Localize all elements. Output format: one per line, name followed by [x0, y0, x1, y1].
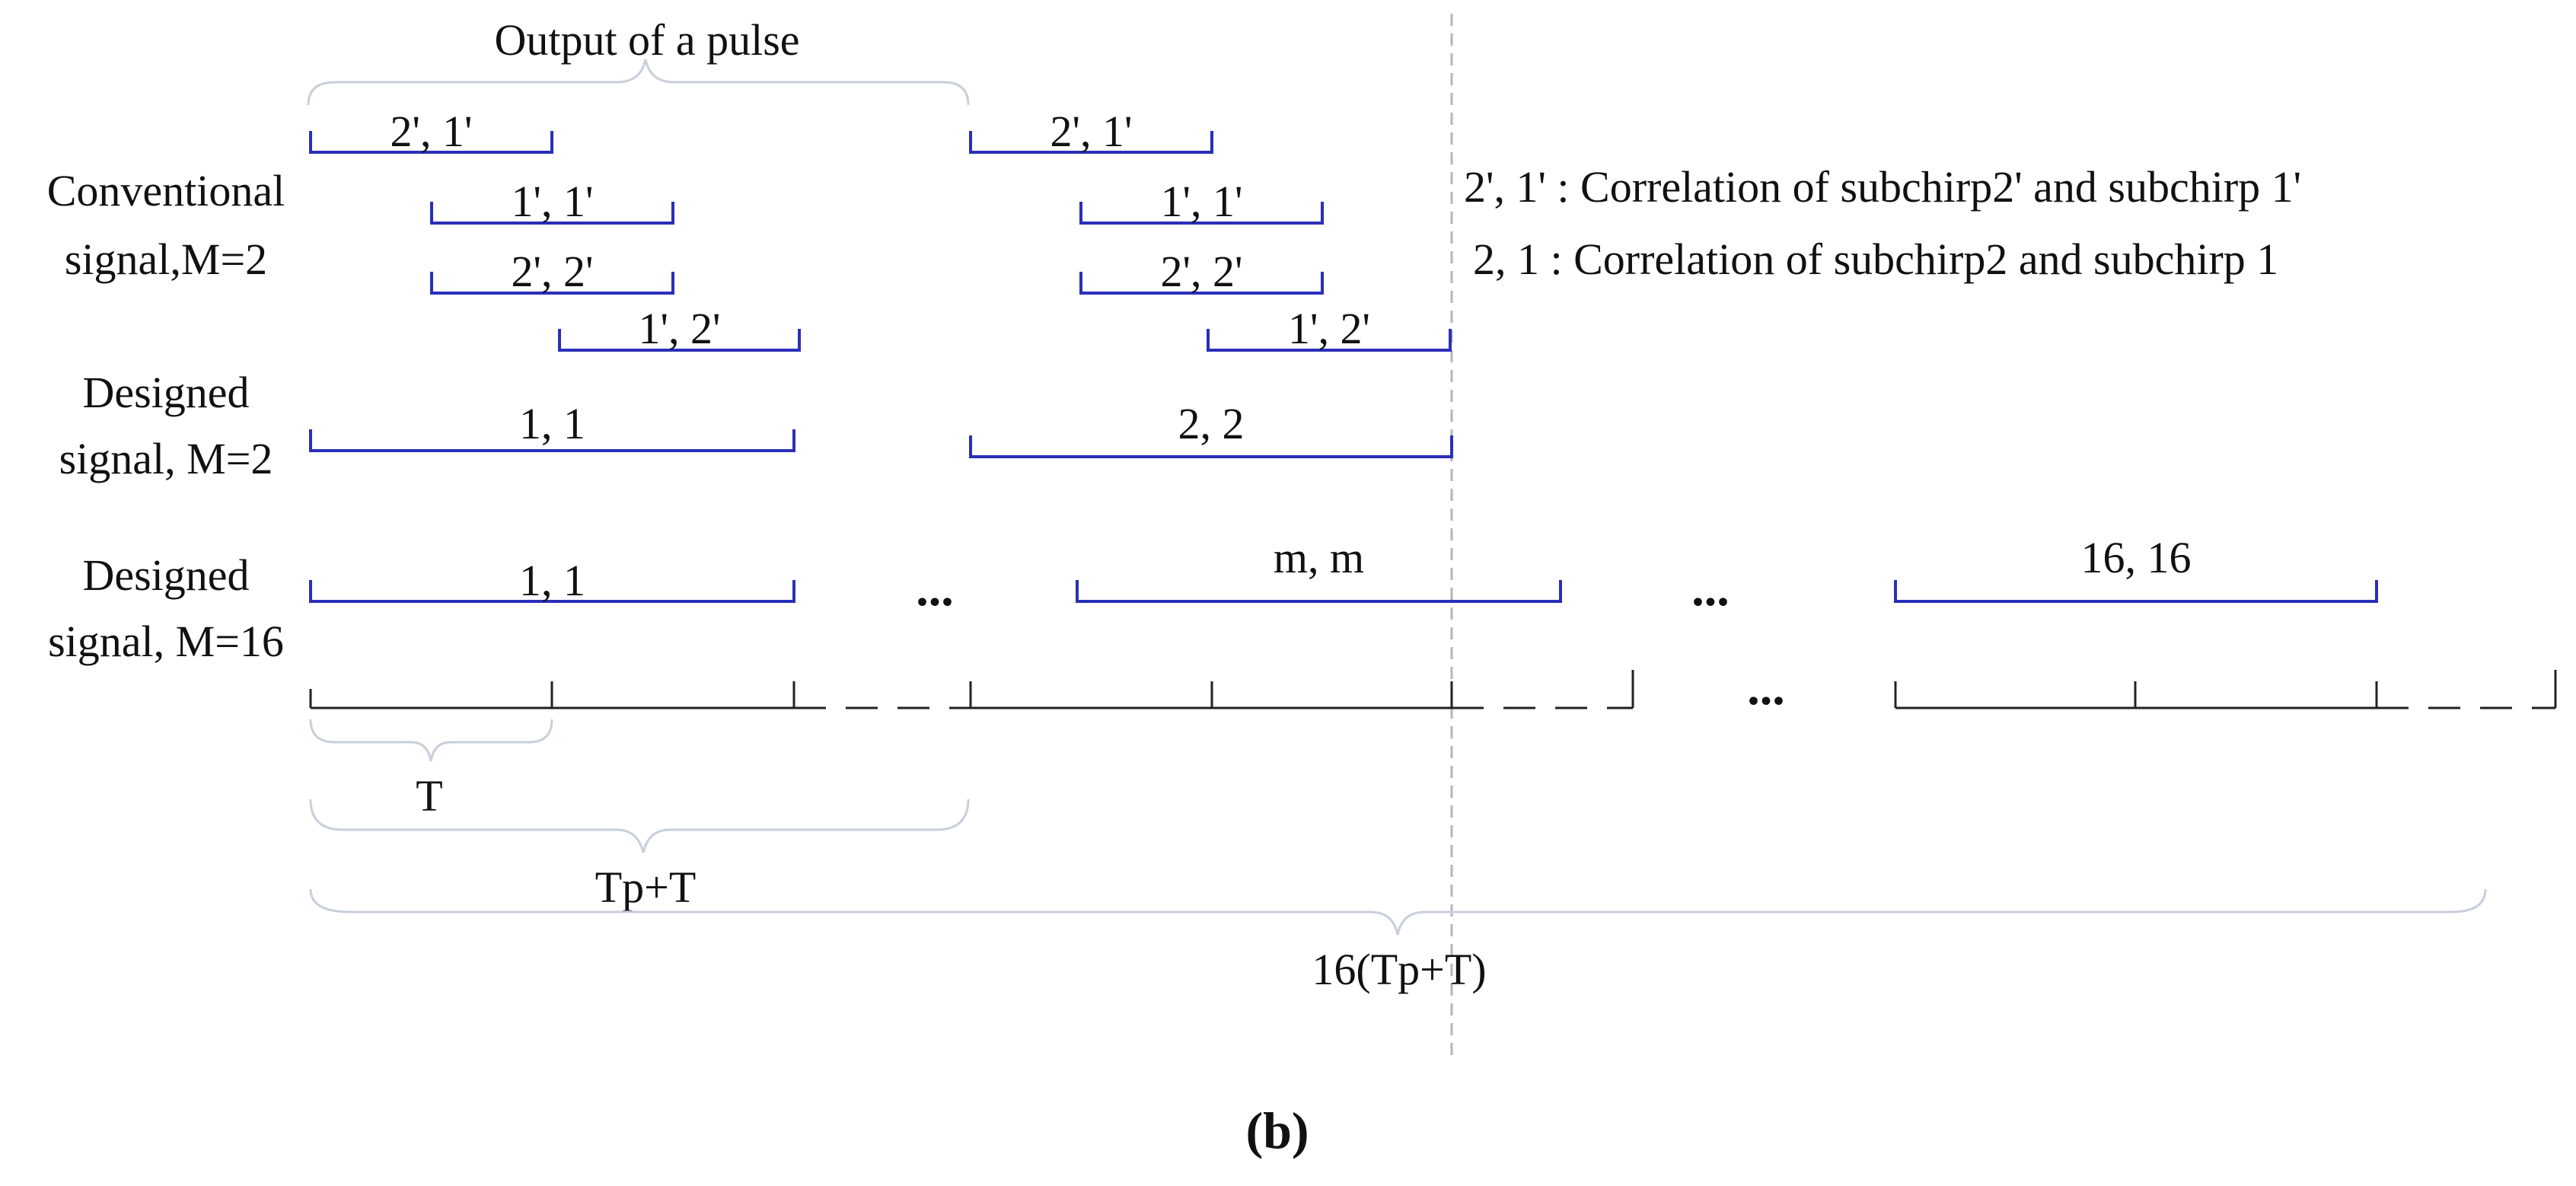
bracket-line: [309, 580, 795, 603]
bracket-label: 1', 2': [639, 304, 721, 353]
bracket-line: [1079, 202, 1324, 225]
bracket-label: m, m: [1274, 533, 1364, 582]
bracket-line: [430, 272, 674, 295]
designed-m16-label-line1: Designed: [82, 550, 249, 600]
bracket-line: [1894, 580, 2378, 603]
correlation-brackets: 2', 1' 1', 1' 2', 2' 1', 2' 2', 1' 1', 1…: [309, 107, 2378, 605]
bracket-line: [309, 131, 553, 154]
bracket-label: 1, 1: [519, 399, 585, 448]
bracket-conv-a-22: 2', 2': [430, 247, 674, 296]
bracket-des16-last: 16, 16: [1894, 533, 2378, 603]
designed-m2-label-line2: signal, M=2: [59, 434, 273, 483]
bracket-line: [969, 131, 1213, 154]
legend-plain: 2, 1 : Correlation of subchirp2 and subc…: [1473, 234, 2278, 284]
bracket-line: [1076, 580, 1562, 603]
bracket-conv-b-21: 2', 1': [969, 107, 1213, 156]
designed-m2-label-line1: Designed: [82, 368, 249, 417]
ellipsis-axis: ...: [1747, 660, 1785, 716]
bracket-line: [1207, 329, 1452, 352]
ellipsis-b: ...: [1691, 561, 1730, 617]
bracket-label: 2', 2': [1161, 247, 1243, 296]
bracket-label: 1, 1: [519, 556, 585, 605]
legend-primed: 2', 1' : Correlation of subchirp2' and s…: [1464, 162, 2301, 212]
bracket-conv-a-21: 2', 1': [309, 107, 553, 156]
ellipsis-a: ...: [916, 561, 954, 617]
bracket-conv-b-12: 1', 2': [1207, 304, 1452, 353]
label-16-Tp-plus-T: 16(Tp+T): [1312, 945, 1486, 994]
label-T: T: [416, 771, 442, 821]
time-axis: [309, 670, 2557, 709]
bracket-label: 2', 2': [512, 247, 594, 296]
output-pulse-label: Output of a pulse: [494, 15, 799, 65]
bracket-des2-a: 1, 1: [309, 399, 795, 452]
output-pulse-brace: [307, 59, 970, 106]
bracket-line: [558, 329, 801, 352]
bracket-des16-a: 1, 1: [309, 556, 795, 605]
label-Tp-plus-T: Tp+T: [595, 862, 697, 912]
figure-caption: (b): [1245, 1102, 1309, 1159]
bracket-line: [430, 202, 674, 225]
bracket-conv-a-11: 1', 1': [430, 177, 674, 226]
bracket-conv-a-12: 1', 2': [558, 304, 801, 353]
bracket-conv-b-11: 1', 1': [1079, 177, 1324, 226]
brace-Tp-plus-T: [309, 799, 970, 853]
designed-m16-label-line2: signal, M=16: [48, 617, 284, 666]
bracket-label: 2', 1': [1050, 107, 1133, 156]
conventional-label-line2: signal,M=2: [65, 234, 267, 284]
bracket-label: 1', 1': [1161, 177, 1243, 226]
brace-T: [309, 719, 553, 762]
bracket-label: 2, 2: [1178, 399, 1245, 448]
bracket-label: 2', 1': [391, 107, 473, 156]
bracket-line: [309, 429, 795, 452]
bracket-des16-m: m, m: [1076, 533, 1562, 603]
conventional-label-line1: Conventional: [47, 166, 285, 215]
bracket-des2-b: 2, 2: [969, 399, 1453, 458]
bracket-label: 1', 1': [512, 177, 594, 226]
bracket-line: [969, 435, 1453, 458]
bracket-label: 1', 2': [1288, 304, 1370, 353]
bracket-conv-b-22: 2', 2': [1079, 247, 1324, 296]
brace-16-Tp-plus-T: [309, 888, 2487, 936]
bracket-line: [1079, 272, 1324, 295]
bracket-label: 16, 16: [2081, 533, 2192, 582]
